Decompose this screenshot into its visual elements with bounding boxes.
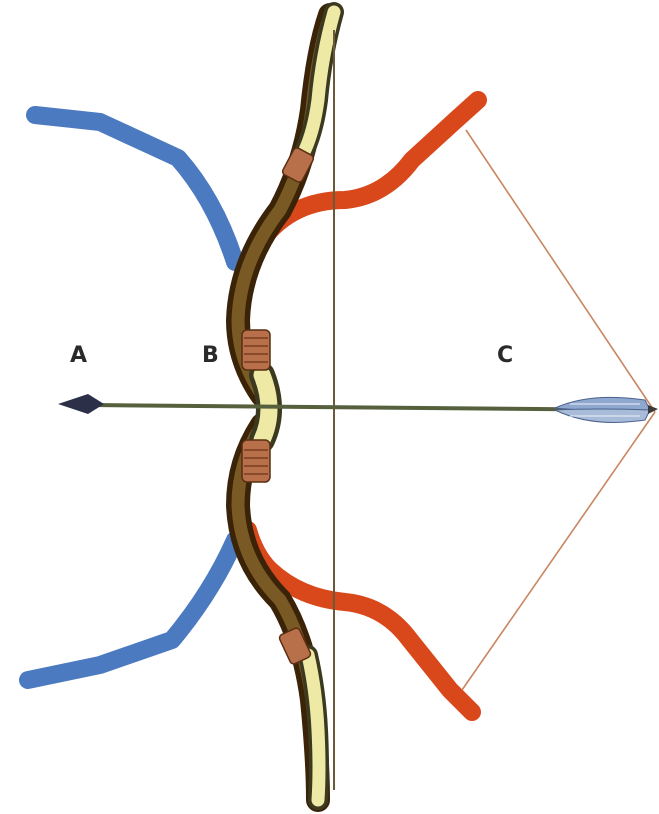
arrowhead-icon <box>58 394 104 414</box>
label-b: B <box>202 343 219 368</box>
arrow <box>58 394 658 422</box>
relaxed-bow-lower-limb <box>28 540 235 680</box>
relaxed-bow-upper-limb <box>35 115 235 262</box>
fletching-icon <box>555 397 650 422</box>
relaxed-bow <box>28 115 235 680</box>
arrow-nock <box>648 405 658 414</box>
label-a: A <box>70 343 87 368</box>
label-c: C <box>497 343 513 368</box>
